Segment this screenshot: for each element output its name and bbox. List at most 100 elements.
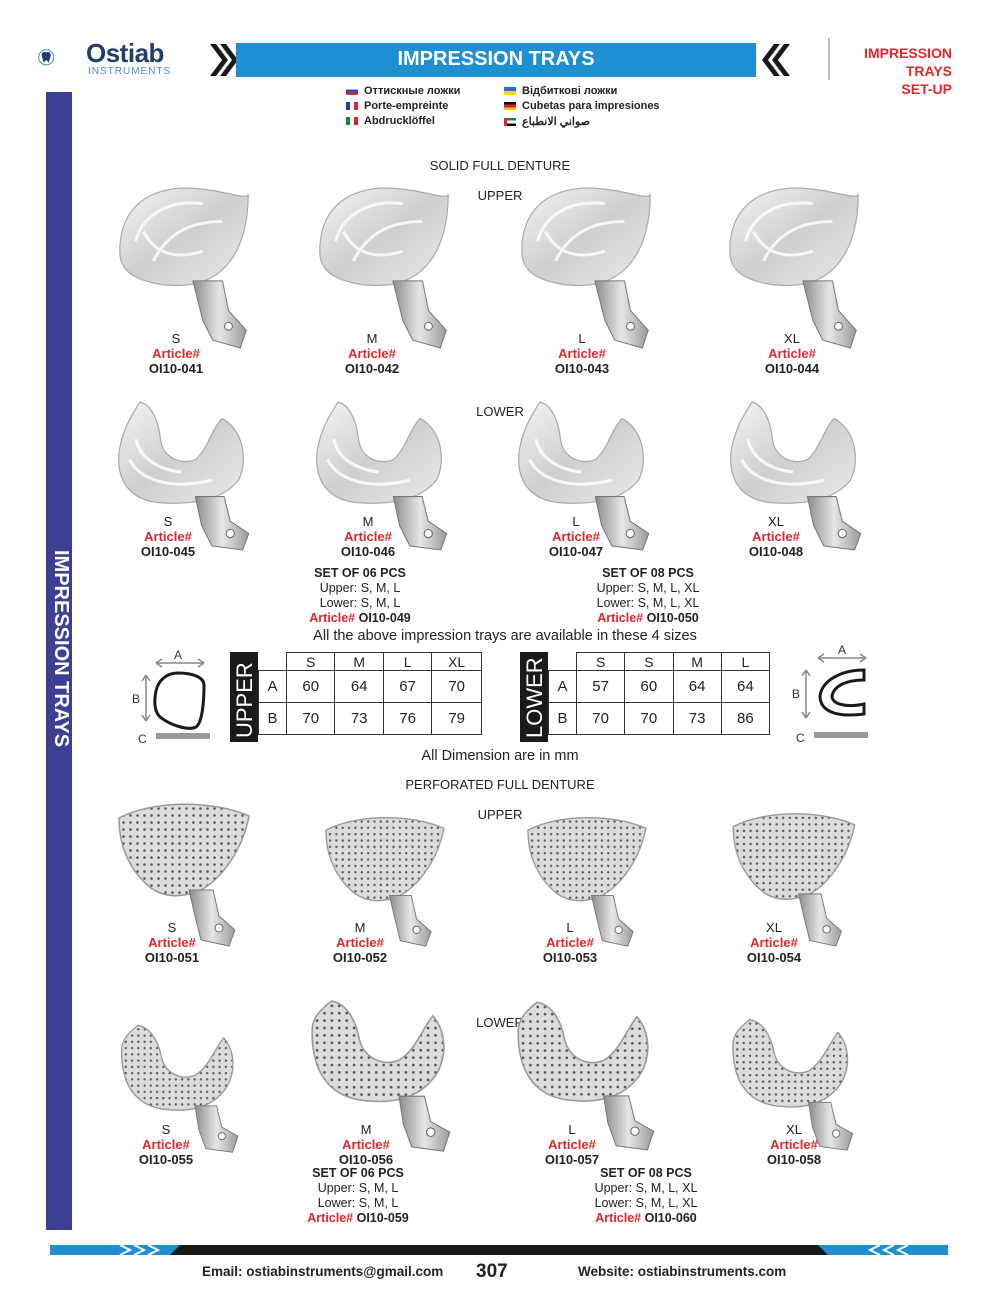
item-code: OI10-048 <box>748 544 804 559</box>
page-title: IMPRESSION TRAYS <box>397 48 595 70</box>
italy-flag-icon <box>346 117 358 125</box>
table-cell: 57 <box>575 670 626 703</box>
header-bar <box>236 43 756 77</box>
set-article-label: Article# <box>597 611 644 625</box>
perforated-lower-item-xl: XL Article# OI10-058 <box>734 1122 854 1167</box>
table-header: S <box>624 652 674 671</box>
solid-lower-item-m: M Article# OI10-046 <box>308 514 428 559</box>
solid-lower-item-l: L Article# OI10-047 <box>516 514 636 559</box>
table-cell: 60 <box>285 670 336 703</box>
perforated-heading: PERFORATED FULL DENTURE <box>405 777 595 792</box>
item-article-label: Article# <box>152 346 200 361</box>
set-lower: Lower: S, M, L <box>317 1196 399 1210</box>
france-flag-icon <box>346 102 358 110</box>
perforated-lower-label: LOWER <box>476 1015 524 1030</box>
diagram-b-label: B <box>132 692 140 706</box>
solid-upper-item-s: S Article# OI10-041 <box>116 331 236 376</box>
item-size: S <box>171 331 181 346</box>
solid-upper-item-l: L Article# OI10-043 <box>522 331 642 376</box>
table-cell: 86 <box>720 702 771 735</box>
set-article-label: Article# <box>309 611 356 625</box>
set-title: SET OF 08 PCS <box>600 1166 692 1180</box>
item-size: L <box>578 331 586 346</box>
item-article-label: Article# <box>142 1137 190 1152</box>
solid-upper-tray-l-image <box>512 182 658 350</box>
set-upper: Upper: S, M, L, XL <box>596 581 700 595</box>
table-cell: 64 <box>720 670 771 703</box>
item-code: OI10-051 <box>144 950 200 965</box>
item-code: OI10-054 <box>746 950 802 965</box>
solid-lower-item-xl: XL Article# OI10-048 <box>716 514 836 559</box>
table-header: S <box>285 652 336 671</box>
table-cell: 64 <box>672 670 722 703</box>
diagram-a-label: A <box>838 643 846 657</box>
item-size: S <box>163 514 173 529</box>
lower-table-label-text: LOWER <box>522 657 547 738</box>
language-text: Abdrucklöffel <box>364 115 435 127</box>
set-lower: Lower: S, M, L <box>319 596 401 610</box>
sidebar-bar <box>46 92 72 1230</box>
item-code: OI10-052 <box>332 950 388 965</box>
language-item: Porte-empreinte <box>346 100 448 112</box>
item-size: L <box>568 1122 576 1137</box>
item-article-label: Article# <box>342 1137 390 1152</box>
solid-set-06: SET OF 06 PCS Upper: S, M, L Lower: S, M… <box>290 566 430 626</box>
table-header: L <box>720 652 771 671</box>
perforated-set-06: SET OF 06 PCS Upper: S, M, L Lower: S, M… <box>288 1166 428 1226</box>
item-article-label: Article# <box>348 346 396 361</box>
item-article-label: Article# <box>344 529 392 544</box>
table-cell: 73 <box>672 702 722 735</box>
solid-upper-tray-s-image <box>110 182 256 350</box>
section-title: IMPRESSION TRAYS SET-UP <box>822 44 952 98</box>
lower-dimension-diagram: A B C <box>792 643 868 745</box>
table-cell: 76 <box>382 702 433 735</box>
table-row-label: B <box>548 702 577 735</box>
item-code: OI10-053 <box>542 950 598 965</box>
language-item: Cubetas para impresiones <box>504 100 660 112</box>
upper-dimension-table: S M L XL A 60 64 67 70 B 70 73 76 79 <box>258 652 482 735</box>
diagram-c-label: C <box>796 731 805 745</box>
germany-flag-icon <box>504 102 516 110</box>
language-item: Abdrucklöffel <box>346 115 435 127</box>
table-cell: 64 <box>334 670 384 703</box>
table-cell: 67 <box>382 670 433 703</box>
table-header: M <box>672 652 722 671</box>
table-cell: 70 <box>575 702 626 735</box>
footer-email-link[interactable]: Email: ostiabinstruments@gmail.com <box>202 1264 444 1279</box>
solid-upper-tray-m-image <box>310 182 456 350</box>
diagram-b-label: B <box>792 687 800 701</box>
item-code: OI10-042 <box>344 361 400 376</box>
perforated-upper-item-s: S Article# OI10-051 <box>112 920 232 965</box>
page-number: 307 <box>476 1261 508 1282</box>
table-cell: 70 <box>624 702 674 735</box>
table-row-label: B <box>258 702 287 735</box>
footer-website-link[interactable]: Website: ostiabinstruments.com <box>578 1264 787 1279</box>
language-text: Відбиткові ложки <box>522 85 618 97</box>
brand-name: Ostiab <box>86 38 164 68</box>
language-item: صواني الانطباع <box>504 115 590 128</box>
item-size: XL <box>786 1122 802 1137</box>
table-header: L <box>382 652 433 671</box>
header-left-chevron-icon <box>210 44 238 76</box>
table-header: S <box>575 652 626 671</box>
footer-bar <box>50 1245 948 1255</box>
solid-upper-tray-xl-image <box>720 182 866 350</box>
ukraine-flag-icon <box>504 87 516 95</box>
set-upper: Upper: S, M, L <box>319 581 401 595</box>
item-article-label: Article# <box>768 346 816 361</box>
upper-dimension-diagram: A B C <box>132 648 210 746</box>
item-article-label: Article# <box>750 935 798 950</box>
sidebar-label: IMPRESSION TRAYS <box>48 550 72 750</box>
section-title-line1: IMPRESSION TRAYS <box>864 45 952 79</box>
item-code: OI10-058 <box>766 1152 822 1167</box>
lower-dimension-table: S S M L A 57 60 64 64 B 70 70 73 86 <box>548 652 771 735</box>
set-code: OI10-060 <box>644 1211 697 1225</box>
table-row-label: A <box>258 670 287 703</box>
item-code: OI10-043 <box>554 361 610 376</box>
set-upper: Upper: S, M, L, XL <box>594 1181 698 1195</box>
solid-upper-item-xl: XL Article# OI10-044 <box>732 331 852 376</box>
perforated-upper-item-l: L Article# OI10-053 <box>510 920 630 965</box>
item-size: M <box>354 920 366 935</box>
item-code: OI10-044 <box>764 361 820 376</box>
item-size: L <box>566 920 574 935</box>
